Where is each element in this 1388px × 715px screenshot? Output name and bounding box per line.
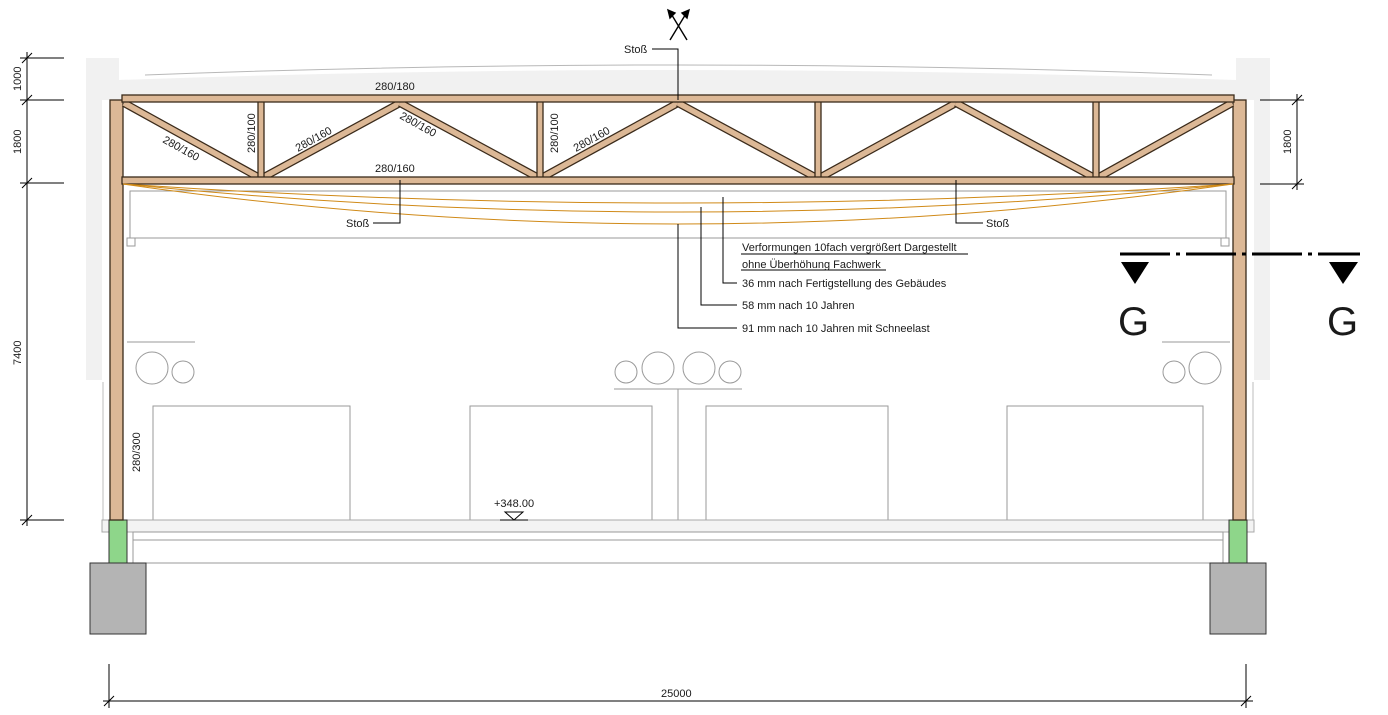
label-stoss-right: Stoß (986, 218, 1010, 230)
right-foundation (1209, 562, 1267, 635)
label-vertical-mid: 280/100 (549, 113, 561, 153)
section-arrow-left-icon (1121, 262, 1149, 284)
building-envelope (86, 58, 1270, 520)
dim-left-mid: 1800 (12, 130, 24, 154)
annotation-line1: Verformungen 10fach vergrößert Dargestel… (742, 242, 957, 254)
north-arrow-icon (666, 8, 691, 41)
label-stoss-top: Stoß (624, 44, 648, 56)
section-letter-right: G (1327, 300, 1358, 344)
annotation-line5: 91 mm nach 10 Jahren mit Schneelast (742, 323, 930, 335)
section-letter-left: G (1118, 300, 1149, 344)
right-column (1232, 99, 1247, 521)
dim-left-top: 1000 (12, 67, 24, 91)
label-vertical-left: 280/100 (246, 113, 258, 153)
bottom-chord (121, 176, 1235, 185)
dim-bottom: 25000 (661, 688, 692, 700)
truss (121, 94, 1235, 185)
section-marker (1120, 252, 1360, 284)
annotation-line3: 36 mm nach Fertigstellung des Gebäudes (742, 278, 947, 290)
dim-right-mid: 1800 (1282, 130, 1294, 154)
section-arrow-right-icon (1329, 262, 1358, 284)
left-foundation (89, 562, 147, 635)
supports (89, 519, 1267, 635)
elevation-marker-icon (500, 511, 528, 521)
annotation-line2: ohne Überhöhung Fachwerk (742, 259, 881, 271)
annotation-line4: 58 mm nach 10 Jahren (742, 300, 855, 312)
label-elevation: +348.00 (494, 498, 534, 510)
label-top-chord: 280/180 (375, 81, 415, 93)
left-bearing (108, 519, 128, 564)
right-bearing (1228, 519, 1248, 564)
dimension-lines (20, 52, 1304, 708)
leaders (373, 48, 983, 329)
label-stoss-left: Stoß (346, 218, 370, 230)
columns (109, 99, 1247, 521)
deflection-curves (122, 183, 1234, 225)
interior-outlines (101, 190, 1255, 564)
left-column (109, 99, 124, 521)
dim-left-bottom: 7400 (12, 341, 24, 365)
label-bottom-chord: 280/160 (375, 163, 415, 175)
label-column: 280/300 (131, 432, 143, 472)
